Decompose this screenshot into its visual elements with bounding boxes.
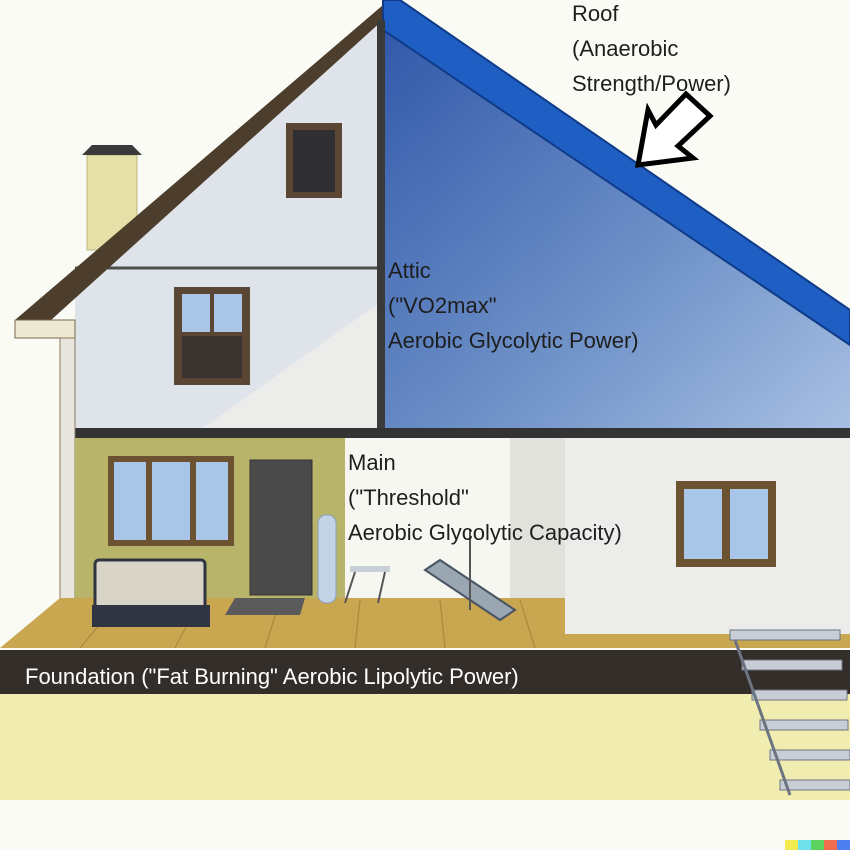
lower-window-pane-1 (114, 462, 146, 540)
arrow-down-left-icon (638, 94, 710, 165)
sofa (95, 560, 205, 610)
right-window-pane-right (730, 489, 768, 559)
ground (0, 690, 850, 800)
sofa-base (92, 605, 210, 627)
background-bottom (0, 800, 850, 850)
attic-label-line-2: ("VO2max" (388, 288, 639, 323)
upper-window-pane-left (182, 294, 210, 332)
upper-window-lower (182, 336, 242, 378)
color-swatch (837, 840, 850, 850)
attic-label: Attic ("VO2max" Aerobic Glycolytic Power… (388, 253, 639, 358)
foundation-label: Foundation ("Fat Burning" Aerobic Lipoly… (25, 659, 519, 694)
lower-window-pane-3 (196, 462, 228, 540)
color-swatch (785, 840, 798, 850)
door (250, 460, 312, 595)
left-eave (15, 320, 75, 338)
center-post (377, 20, 385, 435)
floor-mat (225, 598, 305, 615)
roof-label: Roof (Anaerobic Strength/Power) (572, 0, 731, 101)
main-label-line-2: ("Threshold" (348, 480, 622, 515)
attic-window-glass (293, 130, 335, 192)
attic-label-line-3: Aerobic Glycolytic Power) (388, 323, 639, 358)
color-bar (785, 840, 850, 850)
floor-beam (60, 428, 850, 438)
standing-figure (318, 515, 336, 603)
chimney-cap (82, 145, 142, 155)
lower-window-pane-2 (152, 462, 190, 540)
color-swatch (811, 840, 824, 850)
roof-label-line-3: Strength/Power) (572, 66, 731, 101)
color-swatch (798, 840, 811, 850)
main-label-line-3: Aerobic Glycolytic Capacity) (348, 515, 622, 550)
roof-label-line-1: Roof (572, 0, 731, 31)
upper-window-pane-right (214, 294, 242, 332)
color-swatch (824, 840, 837, 850)
roof-label-line-2: (Anaerobic (572, 31, 731, 66)
right-window-pane-left (684, 489, 722, 559)
left-corner-trim (60, 338, 75, 613)
main-label-line-1: Main (348, 445, 622, 480)
attic-label-line-1: Attic (388, 253, 639, 288)
table-top (350, 566, 390, 572)
main-label: Main ("Threshold" Aerobic Glycolytic Cap… (348, 445, 622, 550)
